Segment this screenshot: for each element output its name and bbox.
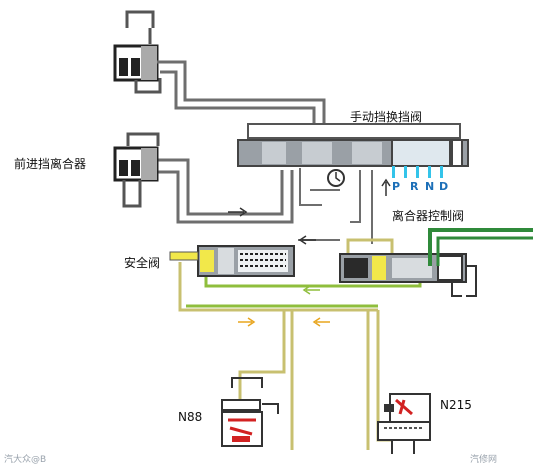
gear-r: R [410,180,419,193]
gear-d: D [439,180,449,193]
up-arrow-icon [381,178,391,196]
gear-p: P [392,180,401,193]
manual-shift-valve [228,123,469,245]
n215-solenoid [377,393,431,454]
left-arrow-icon [298,235,316,245]
n215-label: N215 [440,398,472,412]
gear-n: N [425,180,435,193]
right-arrow-icon [228,207,248,217]
gear-position-ticks [392,166,443,178]
safety-valve [169,245,295,277]
forward-clutch-cylinder [113,132,160,208]
forward-clutch-label: 前进挡离合器 [14,157,87,171]
watermark-left: 汽大众@B [4,455,47,465]
n88-label: N88 [178,410,203,424]
watermark-right: 汽修网 [470,455,498,465]
safety-valve-label: 安全阀 [124,256,161,270]
clutch-control-valve [339,228,533,297]
clutch-control-valve-label: 离合器控制阀 [392,209,465,223]
top-clutch-cylinder [113,10,162,94]
n88-solenoid [221,377,279,447]
manual-shift-valve-label: 手动挡换挡阀 [350,110,423,124]
